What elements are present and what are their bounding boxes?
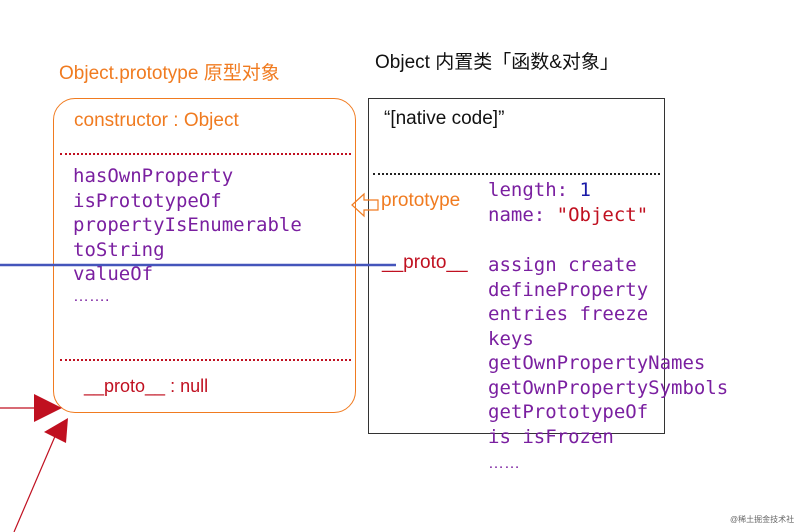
prototype-arrow-icon: [351, 192, 379, 218]
name-value: "Object": [556, 204, 649, 226]
method-item: is isFrozen: [488, 425, 614, 448]
name-property: name: "Object": [488, 204, 649, 226]
right-ellipsis: ……: [488, 455, 520, 472]
object-class-title: Object 内置类「函数&对象」: [375, 52, 619, 73]
left-top-divider: [60, 153, 351, 155]
method-item: hasOwnProperty: [73, 165, 234, 187]
native-code-label: “[native code]”: [384, 108, 505, 129]
proto-arrow-label: __proto__: [382, 252, 468, 273]
watermark: @稀土掘金技术社区: [730, 515, 794, 524]
method-item: getPrototypeOf: [488, 401, 649, 423]
red-arrow-line-bottom: [13, 433, 57, 532]
static-method-list: assign create defineProperty entries fre…: [488, 253, 728, 449]
object-prototype-title: Object.prototype 原型对象: [59, 63, 280, 84]
method-item: propertyIsEnumerable: [73, 214, 302, 236]
method-item: keys: [488, 327, 534, 350]
red-arrowhead-top-icon: [34, 394, 62, 422]
method-item: isPrototypeOf: [73, 189, 222, 212]
method-item: defineProperty: [488, 278, 649, 301]
red-arrowhead-bottom-icon: [44, 418, 68, 443]
length-value: 1: [579, 179, 591, 201]
prototype-method-list: hasOwnProperty isPrototypeOf propertyIsE…: [73, 164, 302, 287]
method-item: entries freeze: [488, 303, 649, 325]
method-item: assign create: [488, 254, 637, 276]
right-divider: [373, 173, 660, 175]
name-key: name: [488, 204, 534, 226]
left-ellipsis: …….: [73, 288, 110, 305]
method-item: getOwnPropertyNames: [488, 352, 706, 374]
length-key: length: [488, 179, 557, 201]
left-bottom-divider: [60, 359, 351, 361]
prototype-arrow-label: prototype: [381, 190, 461, 211]
null-proto-property: __proto__ : null: [84, 376, 209, 396]
constructor-property: constructor : Object: [74, 110, 239, 131]
object-prototype-box: [53, 98, 356, 413]
method-item: getOwnPropertySymbols: [488, 376, 729, 399]
method-item: toString: [73, 238, 165, 261]
length-property: length: 1: [488, 179, 591, 201]
method-item: valueOf: [73, 263, 154, 285]
